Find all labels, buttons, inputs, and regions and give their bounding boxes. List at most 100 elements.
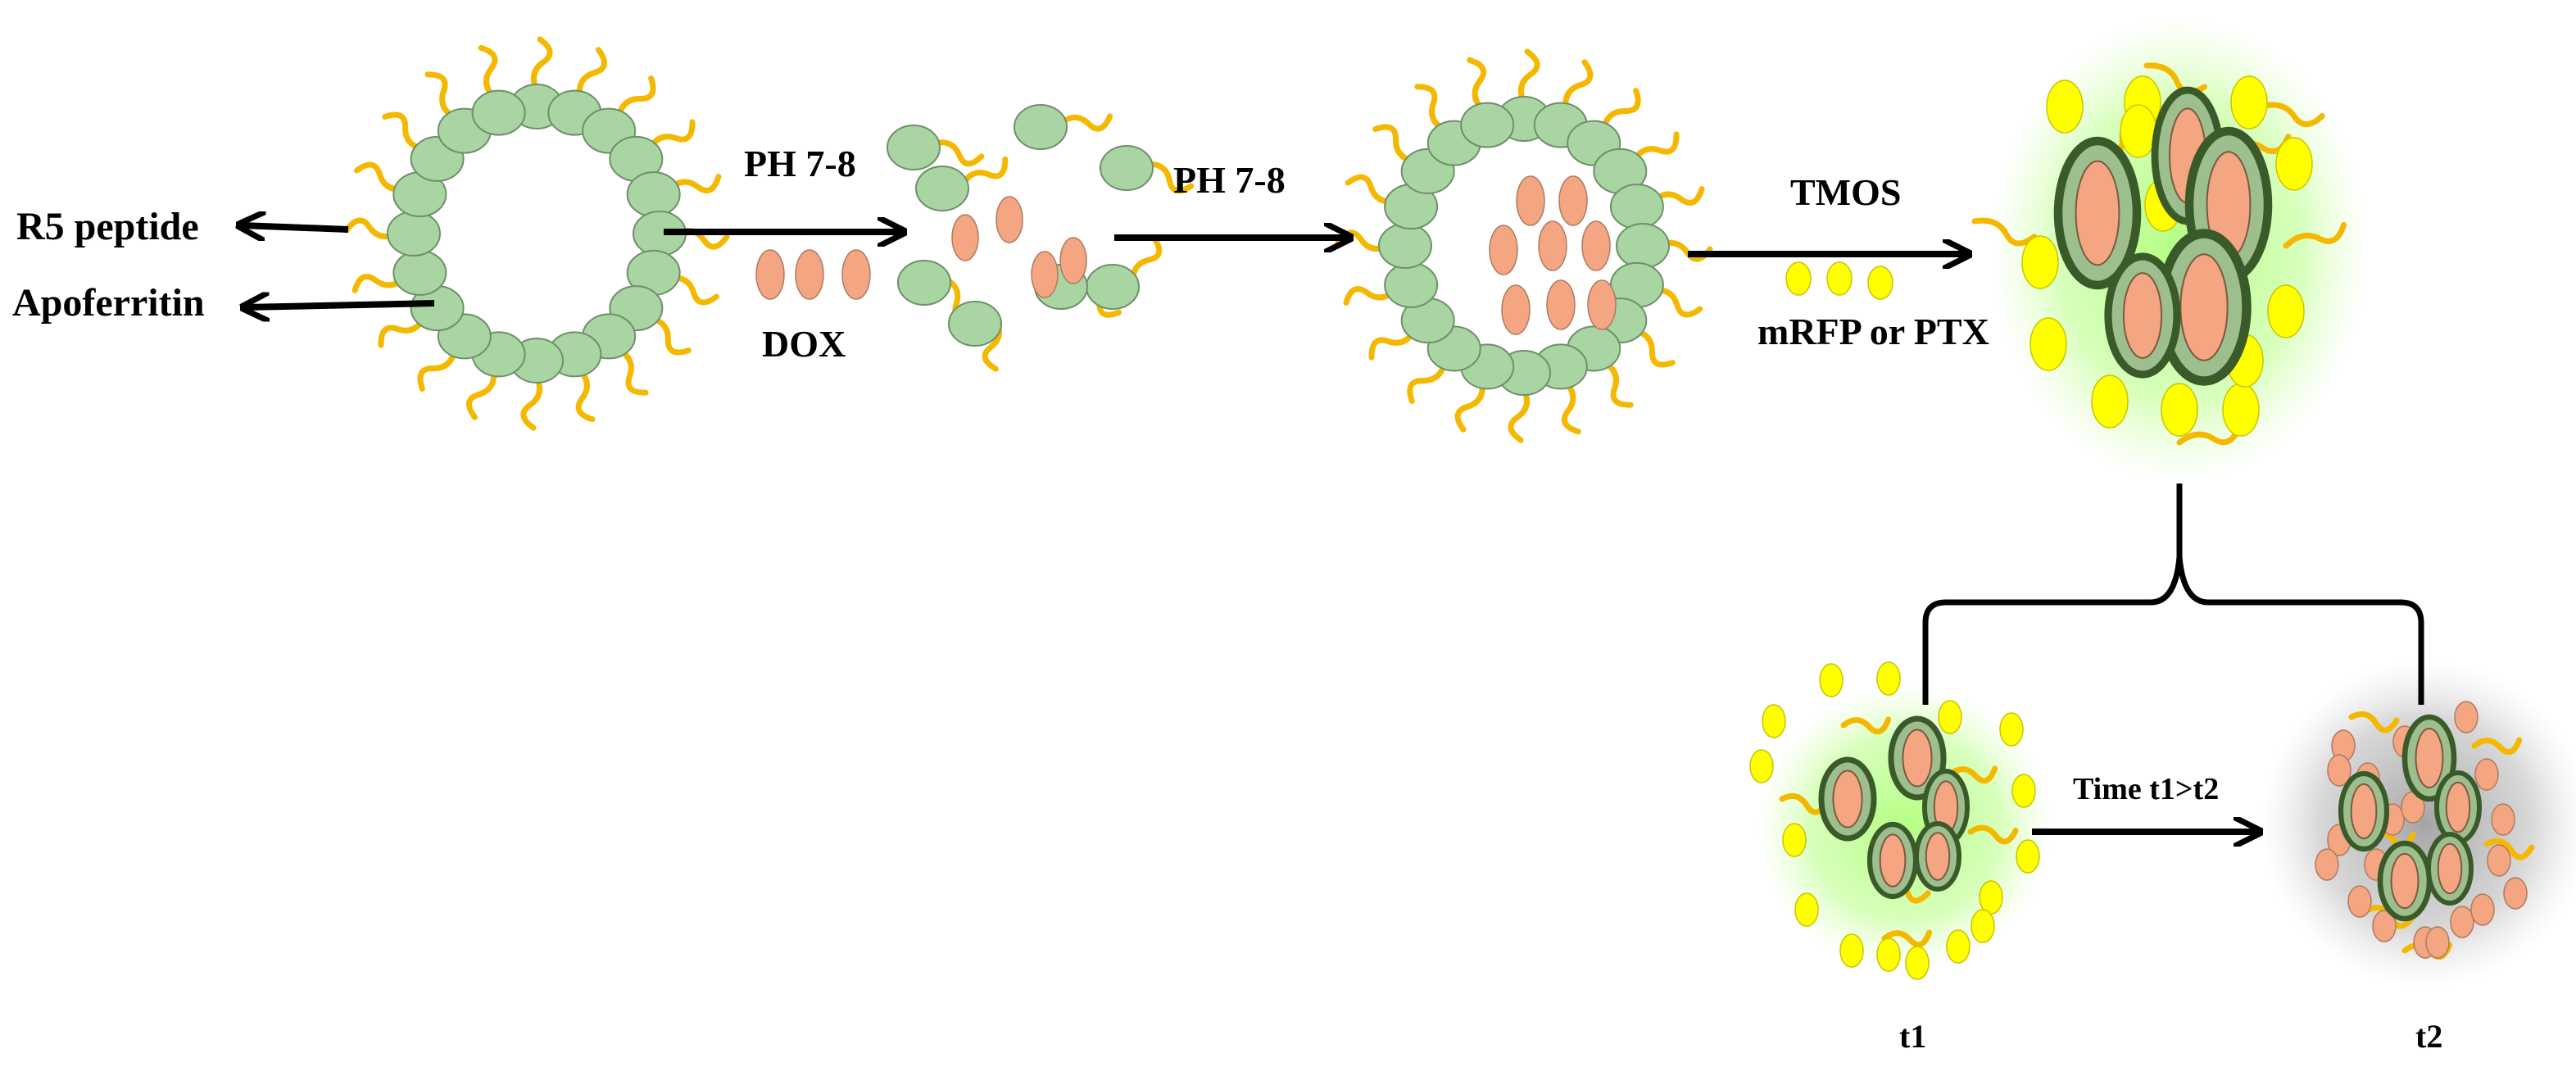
- r5-peptide-chain: [466, 366, 497, 420]
- r5-peptide-label: R5 peptide: [16, 205, 199, 248]
- r5-peptide-chain: [530, 36, 553, 93]
- r5-peptide-chain: [1508, 386, 1531, 443]
- dox-molecule: [1546, 279, 1576, 330]
- apoferritin-subunit: [897, 260, 951, 306]
- t1-label: t1: [1899, 1018, 1926, 1055]
- r5-peptide-chain: [520, 374, 543, 431]
- r5-peptide-chain: [1967, 824, 2019, 845]
- dox-molecule: [2474, 758, 2499, 791]
- apoferritin-pointer-arrow: [246, 303, 435, 307]
- shell-core-dox: [2437, 842, 2463, 895]
- dox-molecule: [795, 249, 824, 300]
- ph-label-2: PH 7-8: [1173, 159, 1286, 201]
- cargo-particle: [1876, 661, 1901, 696]
- r5-peptide-chain: [615, 75, 656, 120]
- dox-molecule: [1501, 284, 1531, 335]
- r5-peptide-chain: [2348, 711, 2400, 733]
- r5-peptide-chain: [2471, 737, 2523, 756]
- apoferritin-subunit: [1014, 104, 1068, 150]
- cargo-particle: [2275, 137, 2313, 191]
- r5-peptide-chain: [1467, 57, 1487, 113]
- r5-peptide-chain: [1144, 161, 1195, 194]
- shell-core-dox: [2179, 253, 2229, 361]
- dox-label: DOX: [762, 323, 846, 365]
- apoferritin-subunit: [948, 301, 1002, 347]
- r5-peptide-chain: [1561, 379, 1581, 435]
- cargo-particle: [1762, 704, 1786, 738]
- cargo-particle: [2016, 839, 2040, 874]
- shell-core-dox: [2122, 272, 2163, 359]
- r5-peptide-chain: [1947, 765, 1998, 784]
- r5-peptide-chain: [1562, 59, 1594, 113]
- apoferritin-subunit: [471, 89, 526, 136]
- dox-molecule: [2503, 877, 2528, 910]
- r5-peptide-chain: [575, 366, 596, 423]
- cargo-particle: [2091, 375, 2129, 429]
- shell-core-dox: [1879, 833, 1907, 888]
- cargo-particle: [2011, 774, 2036, 808]
- cargo-particle: [2120, 104, 2157, 158]
- cargo-particle: [1938, 700, 1962, 734]
- dox-molecule: [1581, 220, 1611, 271]
- cargo-particle: [1819, 663, 1844, 697]
- r5-peptide-chain: [1600, 88, 1641, 133]
- cargo-particle: [2222, 383, 2260, 437]
- dox-molecule: [755, 249, 785, 300]
- cargo-particle: [1946, 929, 1971, 964]
- silica-shell-particles: [1818, 86, 2482, 922]
- tmos-label: TMOS: [1790, 171, 1901, 213]
- dox-molecule: [2491, 803, 2515, 836]
- r5-peptide-chain: [2258, 102, 2325, 128]
- dox-molecule: [995, 196, 1023, 243]
- cargo-particle: [1979, 880, 2003, 915]
- dox-molecule: [2470, 893, 2495, 926]
- dox-molecule: [1516, 175, 1545, 226]
- r5-peptide-chain: [1971, 217, 2038, 247]
- r5-peptide-chain: [1630, 131, 1680, 165]
- r5-peptide-chain: [576, 47, 607, 101]
- cargo-particle: [1839, 933, 1864, 968]
- r5-peptide-chain: [478, 44, 498, 101]
- cargo-particle: [1826, 261, 1853, 296]
- r5-peptide-chain: [378, 315, 427, 348]
- ph-label-1: PH 7-8: [744, 143, 856, 184]
- cargo-particle: [1999, 712, 2024, 747]
- cargo-particle: [1782, 823, 1807, 857]
- apoferritin-subunit: [387, 211, 441, 257]
- shell-core-dox: [1832, 770, 1863, 829]
- r5-peptide-chain: [1881, 929, 1933, 948]
- dox-molecule: [1587, 279, 1617, 330]
- dox-molecule: [2315, 848, 2339, 881]
- r5-peptide-chain: [2283, 222, 2347, 249]
- apoferritin-subunit: [1460, 102, 1515, 148]
- r5-peptide-chain: [646, 315, 692, 356]
- shell-core-dox: [2075, 160, 2120, 266]
- r5-peptide-chain: [1630, 327, 1676, 368]
- r5-peptide-chain: [931, 139, 985, 167]
- cargo-particle: [2230, 75, 2268, 129]
- cargo-particle: [2267, 284, 2305, 338]
- dox-molecule: [841, 249, 871, 300]
- cargo-particles: [1749, 75, 2313, 980]
- dox-molecule: [1031, 251, 1059, 298]
- apoferritin-subunits: [387, 84, 1670, 396]
- cargo-particle: [1794, 892, 1819, 927]
- t2-label: t2: [2415, 1018, 2442, 1055]
- shell-core-dox: [2390, 852, 2420, 910]
- dox-molecule: [2372, 910, 2397, 942]
- r5-peptide-chain: [2483, 838, 2535, 860]
- shell-core-dox: [1925, 832, 1951, 881]
- cargo-particle: [1867, 266, 1893, 300]
- r5-peptide-chain: [1840, 716, 1892, 735]
- shell-core-dox: [1902, 729, 1933, 788]
- dox-molecule: [2425, 926, 2450, 959]
- r5-peptide-chain: [1130, 235, 1163, 286]
- r5-peptide-chain: [417, 347, 458, 392]
- time-label: Time t1>t2: [2073, 772, 2219, 806]
- r5-peptide-chain: [1454, 379, 1485, 433]
- cargo-particle: [2021, 235, 2059, 289]
- shell-core-dox: [2350, 783, 2378, 840]
- dox-molecule: [1489, 225, 1518, 275]
- dox-molecule: [2487, 844, 2511, 877]
